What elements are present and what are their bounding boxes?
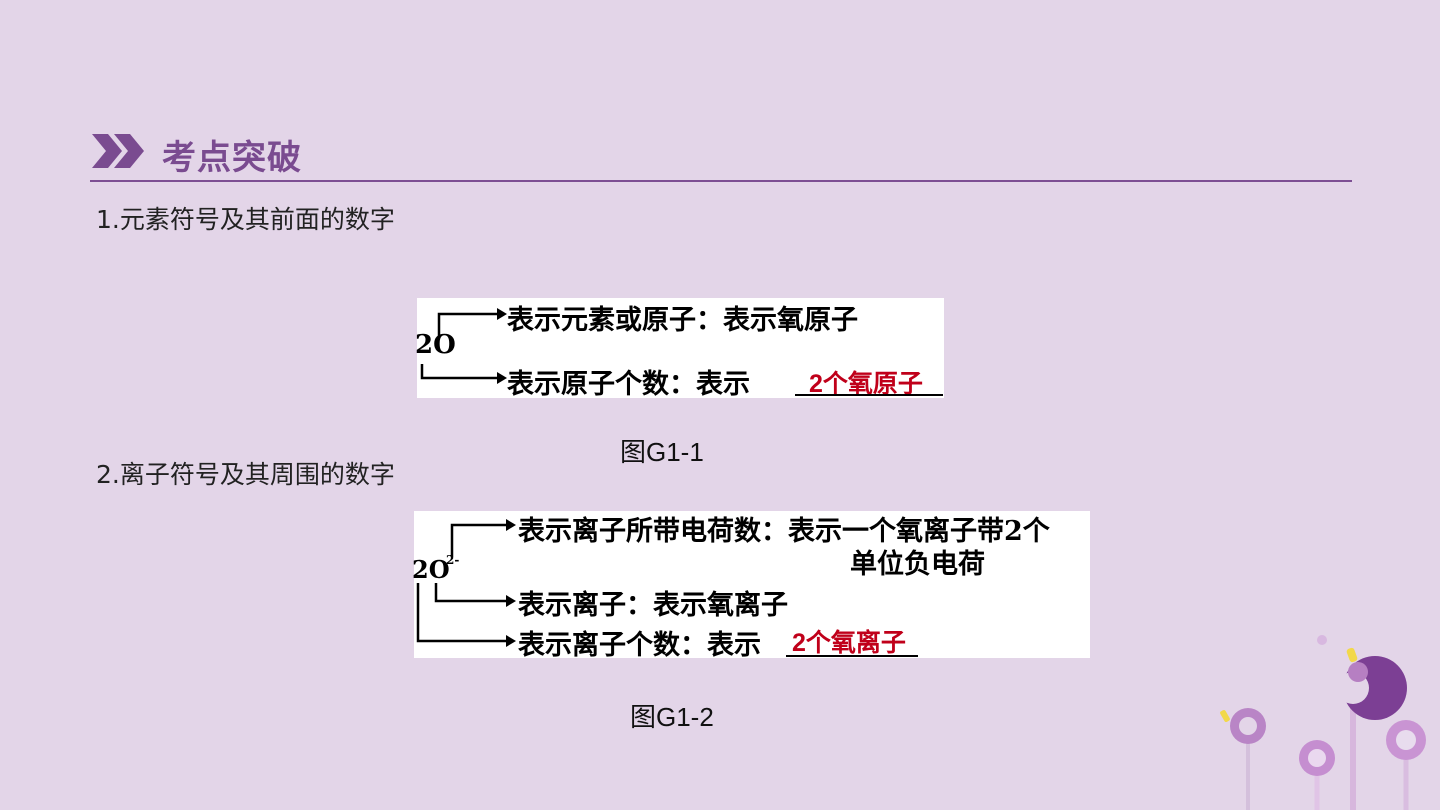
ion-charge-superscript: 2- [446,553,460,567]
figure-1-answer: 2个氧原子 [809,370,923,398]
figure-1-line-1: 表示元素或原子：表示氧原子 [507,305,858,336]
figure-2-caption: 图G1-2 [630,702,714,732]
figure-1: 2O 表示元素或原子：表示氧原子 表示原子个数：表示 2个氧原子 [415,298,944,400]
figure-2-answer: 2个氧离子 [792,629,906,657]
figure-2-line-2: 表示离子：表示氧离子 [518,590,788,621]
section-2-heading: 2.离子符号及其周围的数字 [96,460,395,489]
answer-underline [795,394,943,396]
figure-2-line-3: 表示离子个数：表示 [518,630,761,661]
page-title: 考点突破 [162,138,302,178]
figure-2-arrows [416,519,516,647]
header-divider [90,180,1352,182]
figure-2: 2O 2- 表示离子所带电荷数：表示一个氧离子带2个 单位负电荷 表示离子：表示… [412,511,1090,661]
figure-1-line-2: 表示原子个数：表示 [507,369,750,400]
figure-1-caption: 图G1-1 [620,437,704,467]
figure-1-arrows [420,308,507,384]
section-1-heading: 1.元素符号及其前面的数字 [96,205,395,234]
decorative-flowers [1220,635,1426,810]
chemical-symbol: 2O [415,330,456,360]
ion-symbol: 2O [412,555,450,584]
answer-underline [786,655,918,657]
figure-2-line-1: 表示离子所带电荷数：表示一个氧离子带2个 [518,516,1050,547]
double-chevron-icon [92,134,144,168]
section-header: 考点突破 [90,126,1352,178]
figure-2-line-1-continued: 单位负电荷 [850,549,985,580]
